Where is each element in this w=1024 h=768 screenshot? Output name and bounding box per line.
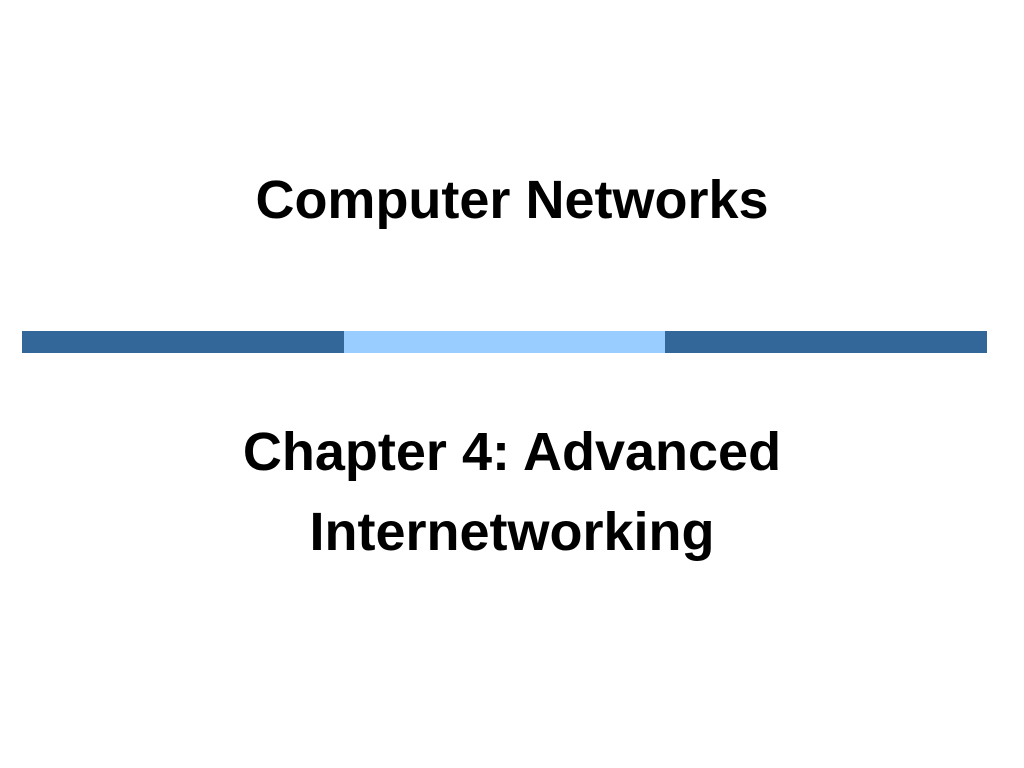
slide-subtitle: Chapter 4: Advanced Internetworking (0, 412, 1024, 572)
divider-segment-middle (344, 331, 665, 353)
subtitle-line-2: Internetworking (309, 502, 715, 562)
subtitle-line-1: Chapter 4: Advanced (242, 422, 782, 482)
divider-segment-right (665, 331, 987, 353)
divider-segment-left (22, 331, 344, 353)
title-divider-bar (22, 331, 987, 353)
slide-title: Computer Networks (255, 170, 769, 230)
